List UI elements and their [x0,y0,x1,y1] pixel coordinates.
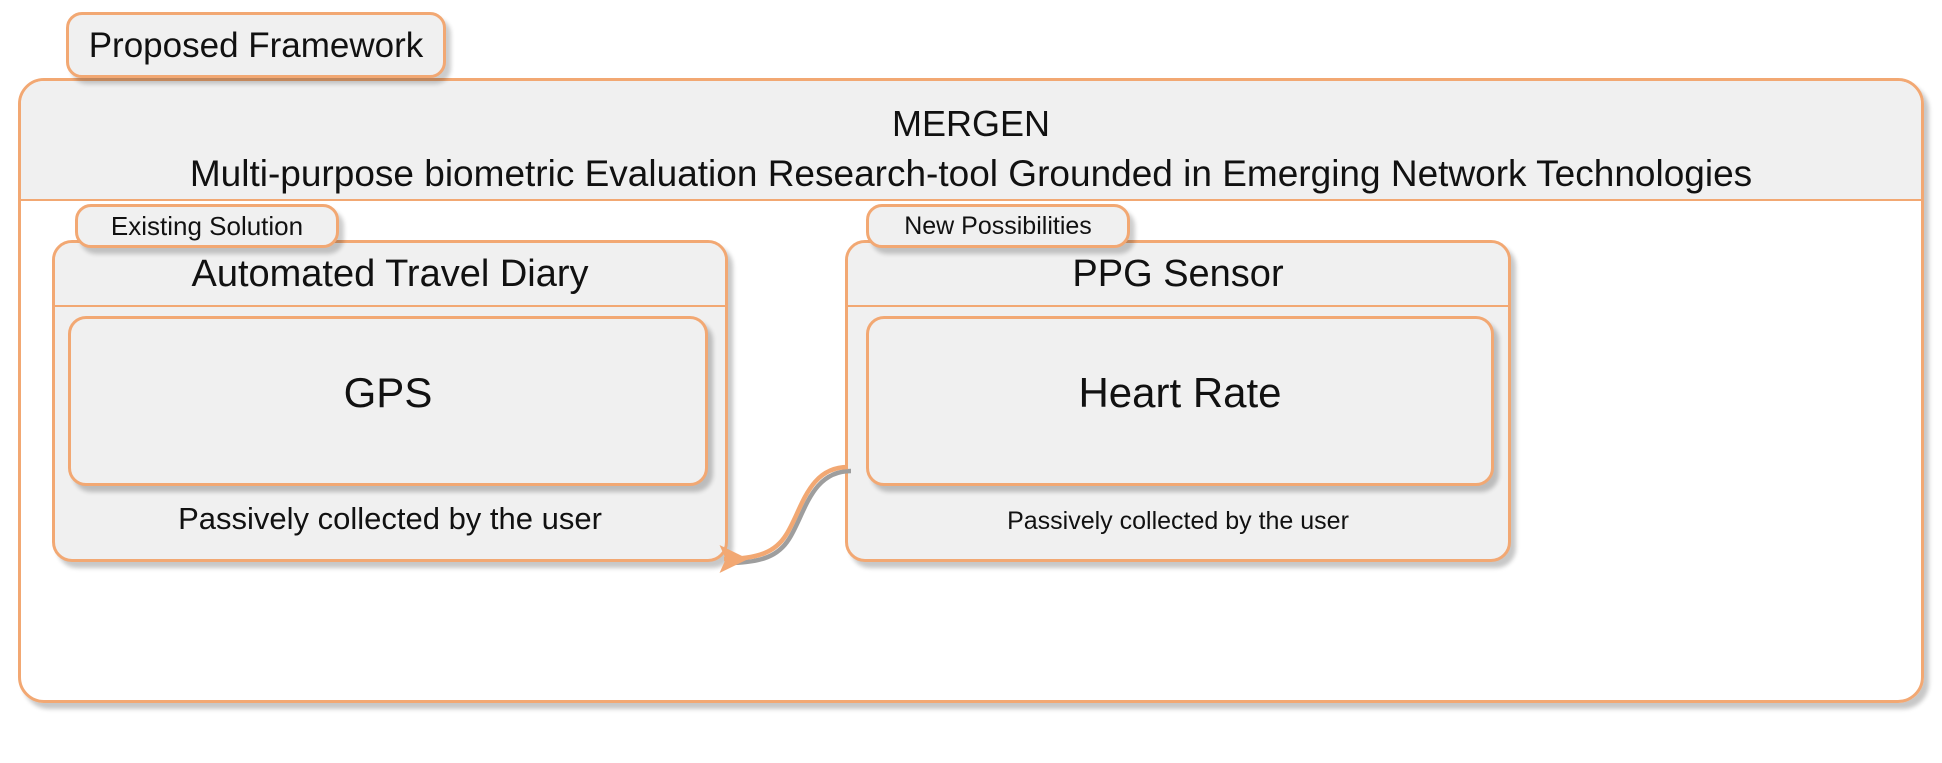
mergen-expansion: Multi-purpose biometric Evaluation Resea… [189,153,1753,194]
gps-label: GPS [343,369,433,416]
new-possibilities-chip: New Possibilities [866,204,1130,248]
existing-solution-label: Existing Solution [110,211,304,241]
ppg-sensor-title: PPG Sensor [1072,253,1284,295]
new-possibilities-label: New Possibilities [904,211,1092,240]
heart-rate-label: Heart Rate [1078,369,1282,416]
mergen-acronym: MERGEN [891,103,1050,144]
ppg-sensor-footer: Passively collected by the user [1007,507,1349,535]
existing-solution-chip: Existing Solution [75,204,339,248]
mergen-framework-panel: MERGEN Multi-purpose biometric Evaluatio… [18,78,1924,703]
automated-travel-diary-header: Automated Travel Diary [55,243,725,307]
mergen-header: MERGEN Multi-purpose biometric Evaluatio… [21,81,1921,201]
ppg-sensor-header: PPG Sensor [848,243,1508,307]
automated-travel-diary-title: Automated Travel Diary [191,253,589,295]
automated-travel-diary-footer: Passively collected by the user [178,501,602,536]
proposed-framework-chip: Proposed Framework [66,12,446,78]
heart-rate-box [866,316,1494,486]
gps-box [68,316,708,486]
proposed-framework-label: Proposed Framework [88,25,424,65]
